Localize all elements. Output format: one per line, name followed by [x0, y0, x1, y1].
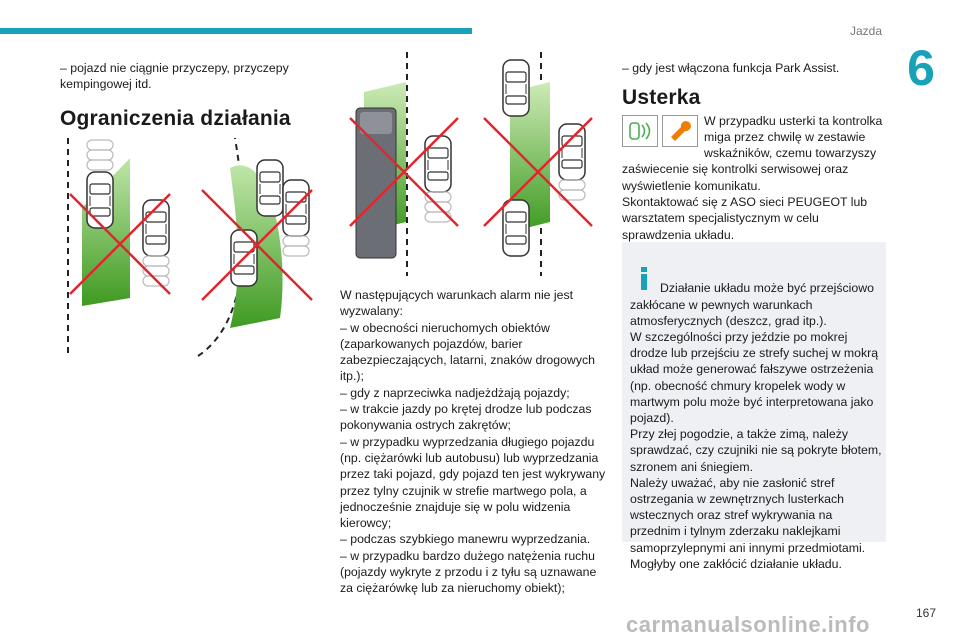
- conditions-paragraph: W następujących warunkach alarm nie jest…: [340, 288, 606, 596]
- right-column: – gdy jest włączona funkcja Park Assist.…: [622, 60, 886, 243]
- middle-column: W następujących warunkach alarm nie jest…: [340, 287, 606, 597]
- left-column: – pojazd nie ciągnie przyczepy, przyczep…: [60, 60, 308, 130]
- cross-line: [483, 117, 593, 227]
- park-assist-line: – gdy jest włączona funkcja Park Assist.: [622, 61, 840, 75]
- fault-heading: Usterka: [622, 86, 701, 110]
- limits-heading: Ograniczenia działania: [60, 106, 291, 130]
- watermark: carmanualsonline.info: [626, 612, 870, 637]
- car-icon: [502, 199, 530, 257]
- fault-paragraph: W przypadku usterki ta kontrolka miga pr…: [622, 113, 883, 242]
- car-icon: [424, 135, 452, 193]
- fault-icons: [622, 114, 698, 147]
- car-icon: [256, 159, 284, 217]
- service-wrench-icon: [662, 114, 698, 147]
- car-icon: [558, 123, 586, 181]
- cross-line: [69, 193, 171, 295]
- detection-zone: [510, 82, 550, 232]
- truck-icon: [355, 107, 397, 259]
- page-number: 167: [915, 606, 936, 620]
- car-icon: [502, 59, 530, 117]
- car-icon: [282, 179, 310, 237]
- illustration-trucks: [349, 52, 593, 276]
- header-accent-bar: [0, 28, 472, 34]
- info-icon: [641, 267, 647, 291]
- info-paragraph: Działanie układu może być przejściowo za…: [630, 281, 882, 571]
- chapter-number: 6: [907, 40, 935, 96]
- blind-spot-warning-icon: [622, 114, 658, 147]
- section-title: Jazda: [849, 24, 883, 38]
- info-box: Działanie układu może być przejściowo za…: [622, 242, 886, 571]
- cross-line: [201, 189, 313, 301]
- illustration-curved-road: [67, 137, 313, 358]
- intro-line: – pojazd nie ciągnie przyczepy, przyczep…: [60, 61, 289, 92]
- car-icon: [86, 171, 114, 229]
- cross-line: [349, 117, 459, 227]
